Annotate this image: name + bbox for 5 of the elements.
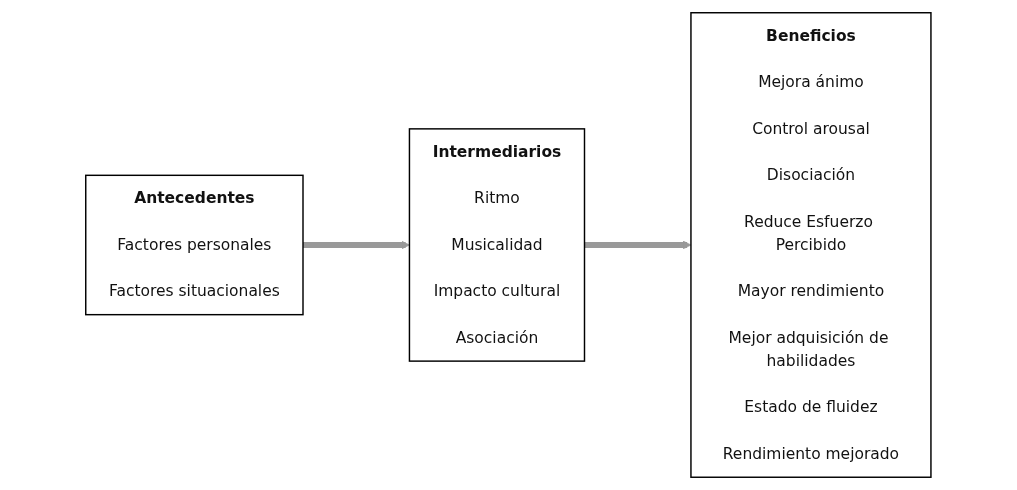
arrow <box>584 240 692 250</box>
node-box: Beneficios Mejora ánimo Control arousal Disociación Reduce Esfuerzo Percibido Mayor rendimiento Mejor adquisición de habilidades Estado de fluidez Rendimiento mejorado <box>690 12 932 478</box>
node-box: Intermediarios Ritmo Musicalidad Impacto cultural Asociación <box>408 128 586 362</box>
node-box: Antecedentes Factores personales Factores situacionales <box>85 174 304 316</box>
arrow <box>303 240 410 250</box>
